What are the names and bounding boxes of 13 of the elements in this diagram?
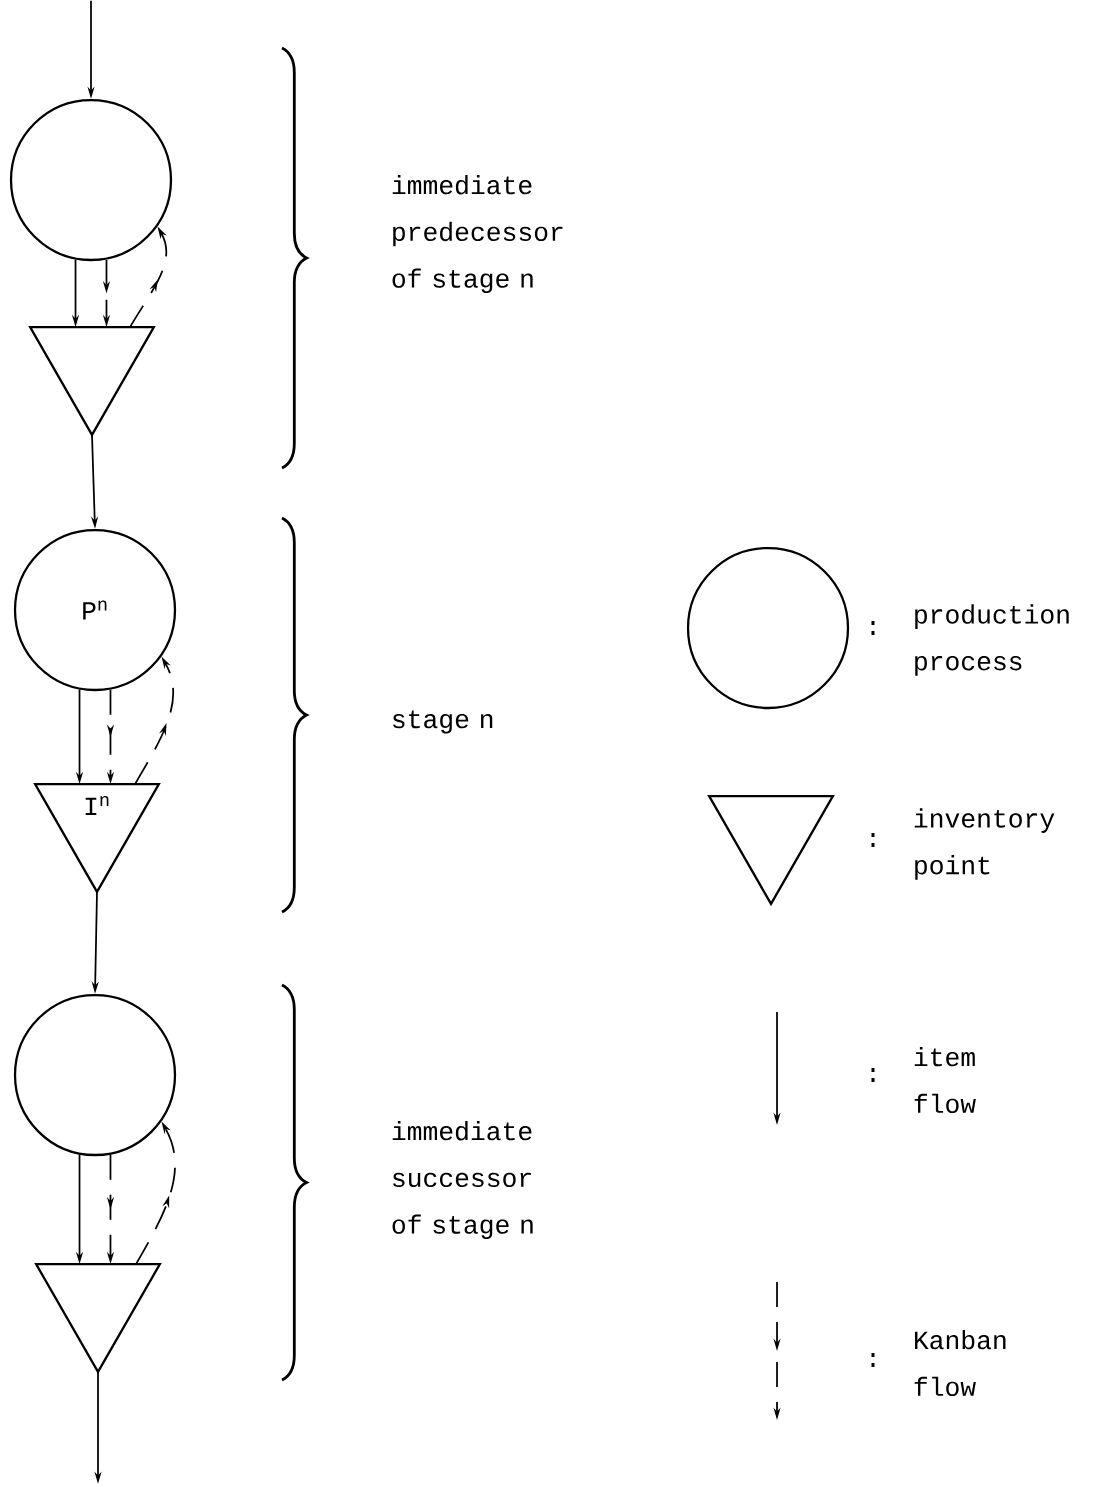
colon: :: [871, 1068, 875, 1082]
process-circle: [13, 993, 177, 1157]
legend-label: inventory point: [914, 808, 1055, 880]
stage-label: immediate predecessor of stage n: [392, 175, 563, 293]
stage-label: immediate successor of stage n: [392, 1121, 533, 1239]
colon: :: [871, 833, 875, 847]
legend-label: production process: [915, 604, 1069, 676]
stage-label: stage n: [393, 710, 493, 734]
process-circle: [9, 98, 173, 262]
colon: :: [871, 1353, 875, 1367]
process-circle: [686, 546, 850, 710]
legend-label: Kanban flow: [914, 1329, 1006, 1397]
legend-label: item flow: [914, 1046, 976, 1114]
